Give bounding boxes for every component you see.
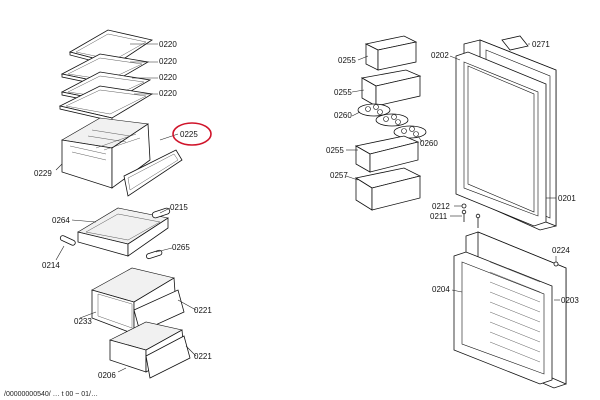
- callout-0257: 0257: [330, 171, 348, 180]
- callout-0260-right: 0260: [420, 139, 438, 148]
- egg-tray-middle: [375, 113, 409, 127]
- callout-0255-middle: 0255: [334, 88, 352, 97]
- callout-0221-upper: 0221: [194, 306, 212, 315]
- egg-tray-left: [357, 103, 391, 117]
- screw-hinge: [475, 213, 481, 228]
- callout-0215: 0215: [170, 203, 188, 212]
- callout-labels: 0220 0220 0220 0220 0225 0229 0215 0264 …: [34, 40, 579, 380]
- highlight-circle-0225: [172, 122, 212, 146]
- callout-0214: 0214: [42, 261, 60, 270]
- callout-0225: 0225: [180, 130, 198, 139]
- pin-0212: [461, 203, 467, 209]
- freezer-front-lower: [145, 335, 191, 379]
- freezer-door-gasket: [453, 251, 553, 385]
- label-plate-0271: [501, 35, 529, 51]
- callout-0220-2: 0220: [159, 57, 177, 66]
- callout-0212: 0212: [432, 202, 450, 211]
- door-shelf-0255-top: [364, 35, 418, 71]
- egg-tray-right: [393, 125, 427, 139]
- callout-0264: 0264: [52, 216, 70, 225]
- callout-0224: 0224: [552, 246, 570, 255]
- callout-0201: 0201: [558, 194, 576, 203]
- callout-0265: 0265: [172, 243, 190, 252]
- callout-0220-3: 0220: [159, 73, 177, 82]
- fridge-door-gasket: [455, 51, 547, 227]
- callout-0211: 0211: [430, 212, 448, 221]
- callout-0204: 0204: [432, 285, 450, 294]
- middle-drawer: [77, 207, 169, 257]
- door-shelf-0255-middle: [360, 69, 422, 107]
- screw-0211: [461, 209, 467, 222]
- freezer-front-upper: [133, 289, 185, 333]
- callout-0233: 0233: [74, 317, 92, 326]
- callout-0271: 0271: [532, 40, 550, 49]
- fixing-0224: [553, 261, 559, 267]
- freezer-door-ribs: [489, 261, 541, 363]
- leader-lines: [55, 43, 560, 373]
- rail-0265: [146, 249, 163, 260]
- callout-0206: 0206: [98, 371, 116, 380]
- door-shelf-0257-bottom: [354, 167, 422, 211]
- crisper-cover-panel: [123, 149, 183, 197]
- callout-0221-lower: 0221: [194, 352, 212, 361]
- callout-0220-4: 0220: [159, 89, 177, 98]
- door-shelf-0255-lower: [354, 135, 420, 173]
- callout-0202: 0202: [431, 51, 449, 60]
- callout-0255-top: 0255: [338, 56, 356, 65]
- crisper-drawer: [61, 117, 151, 189]
- document-footer-code: /00000000540/ … t 00 ~ 01/…: [4, 391, 98, 398]
- callout-0255-lower: 0255: [326, 146, 344, 155]
- callout-0203: 0203: [561, 296, 579, 305]
- rail-0214: [59, 235, 76, 246]
- callout-0229: 0229: [34, 169, 52, 178]
- callout-0260-left: 0260: [334, 111, 352, 120]
- callout-0220-1: 0220: [159, 40, 177, 49]
